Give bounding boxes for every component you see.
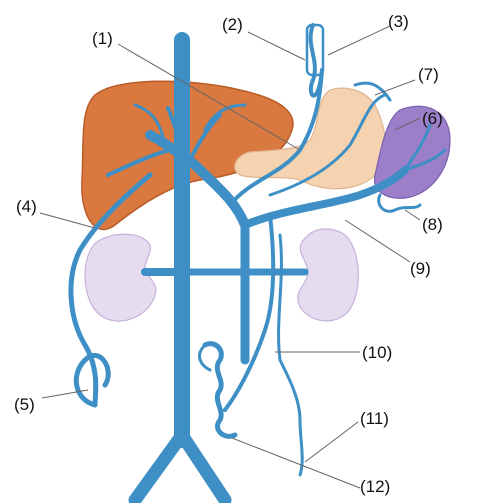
label-6: (6) bbox=[422, 109, 443, 128]
vena-cava-bifurcation-right bbox=[182, 435, 225, 500]
label-8: (8) bbox=[422, 215, 443, 234]
rectal-loop bbox=[200, 345, 210, 370]
label-11: (11) bbox=[360, 409, 389, 428]
label-1: (1) bbox=[92, 29, 113, 48]
label-3: (3) bbox=[388, 12, 409, 31]
label-5: (5) bbox=[14, 395, 35, 414]
label-7: (7) bbox=[418, 65, 439, 84]
label-4: (4) bbox=[16, 197, 37, 216]
right-kidney bbox=[85, 234, 156, 321]
label-12: (12) bbox=[360, 477, 390, 496]
esophageal-vein bbox=[311, 25, 322, 96]
vena-cava-bifurcation-left bbox=[135, 435, 182, 500]
label-10: (10) bbox=[362, 343, 392, 362]
rectal-venous-plexus bbox=[205, 344, 235, 437]
label-2: (2) bbox=[222, 15, 243, 34]
label-9: (9) bbox=[410, 259, 431, 278]
